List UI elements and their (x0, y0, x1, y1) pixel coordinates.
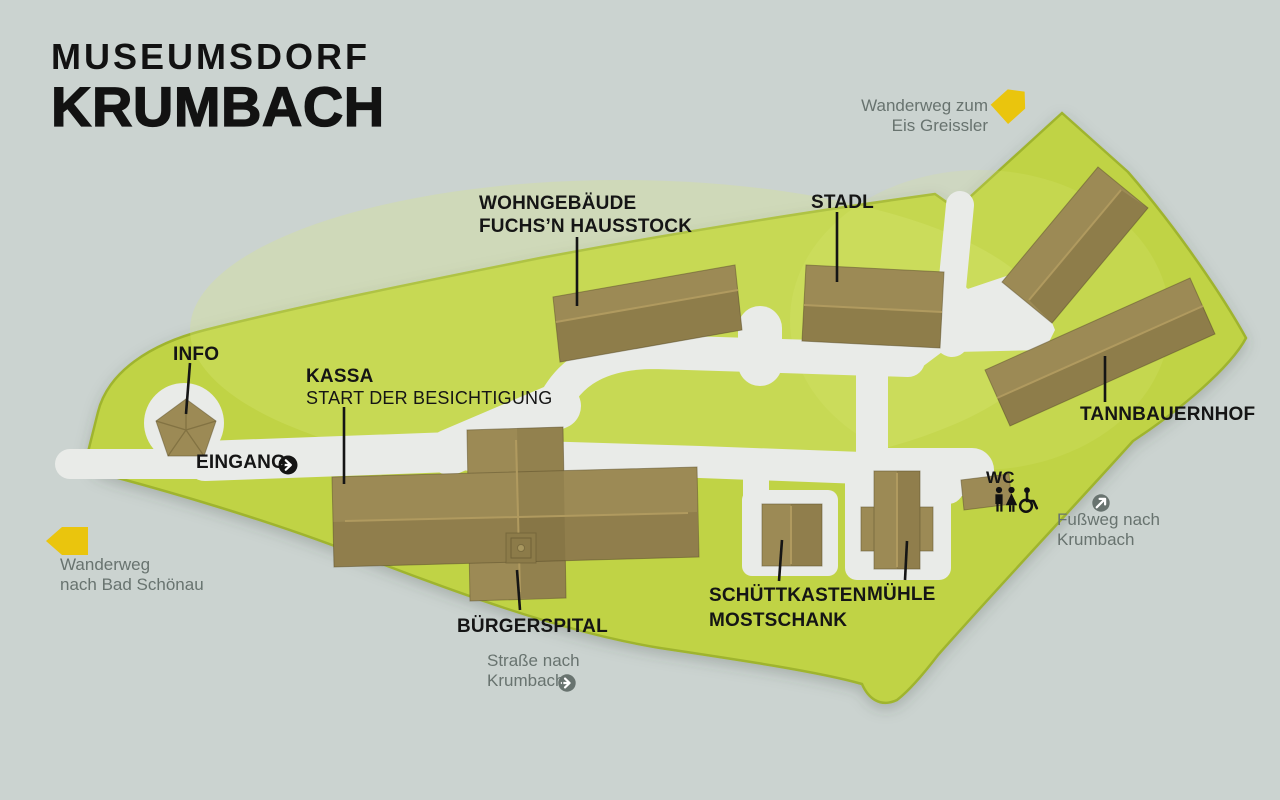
tannbauernhof-upper-ridge (1028, 189, 1122, 301)
stadl-ridge (803, 304, 943, 313)
label-wanderweg-bad-schoenau: Wanderweg nach Bad Schönau (60, 555, 204, 595)
arrow-northeast-icon (990, 89, 1026, 125)
schuettkasten-shade (791, 504, 822, 566)
label-strasse-krumbach: Straße nach Krumbach (487, 651, 580, 691)
title-line2: KRUMBACH (50, 75, 385, 138)
building-schuettkasten (761, 503, 823, 567)
stadl-roof (801, 264, 945, 349)
label-muehle: MÜHLE (867, 584, 936, 605)
wohngebaeude-line1: WOHNGEBÄUDE (479, 193, 637, 214)
info-pentagon-facets (155, 399, 217, 457)
building-buergerspital (331, 426, 700, 602)
leader-muehle (903, 540, 909, 581)
label-wohngebaeude: WOHNGEBÄUDE FUCHS’N HAUSSTOCK (479, 192, 692, 238)
buergerspital-ns-shade (517, 427, 566, 598)
bad-schoenau-line1: Wanderweg (60, 555, 151, 574)
strasse-arrow-icon (558, 674, 576, 692)
tannbauernhof-wing-upper-shade (1029, 190, 1148, 323)
fussweg-arrow-icon (1092, 494, 1110, 512)
buildings (155, 166, 1216, 602)
leader-schuettkasten (777, 539, 784, 582)
leader-buergerspital (515, 569, 522, 611)
wohngebaeude-roof-shade (556, 290, 742, 362)
wc-pictograms (995, 486, 1039, 513)
buergerspital-ridge-ns (515, 439, 521, 593)
stadl-roof-shade (802, 305, 942, 348)
wohngebaeude-roof (552, 264, 743, 363)
building-info (155, 398, 217, 457)
label-stadl: STADL (811, 192, 874, 213)
male-icon (995, 486, 1003, 512)
wohngebaeude-line2: FUCHS’N HAUSSTOCK (479, 216, 693, 237)
buergerspital-tower-finial (517, 544, 525, 552)
wohngebaeude-ridge (555, 289, 739, 323)
label-fussweg-krumbach: Fußweg nach Krumbach (1057, 510, 1160, 550)
leader-lines (184, 212, 1107, 611)
strasse-line1: Straße nach (487, 651, 580, 670)
wheelchair-icon (1018, 487, 1039, 513)
label-tannbauernhof: TANNBAUERNHOF (1080, 404, 1256, 425)
schuettkasten-line1: SCHÜTTKASTEN (709, 585, 867, 606)
fussweg-line2: Krumbach (1057, 530, 1135, 549)
fussweg-line1: Fußweg nach (1057, 510, 1160, 529)
leader-info (184, 362, 192, 415)
trail-arrows (46, 89, 1026, 555)
bad-schoenau-line2: nach Bad Schönau (60, 575, 204, 594)
label-kassa: KASSA START DER BESICHTIGUNG (306, 365, 552, 409)
label-wanderweg-eis-greissler: Wanderweg zum Eis Greissler (818, 96, 988, 136)
schuettkasten-line2: MOSTSCHANK (709, 610, 848, 631)
kassa-title: KASSA (306, 366, 374, 387)
kassa-subtitle: START DER BESICHTIGUNG (306, 388, 553, 408)
path-entrance-main (185, 432, 472, 481)
poster-title: MUSEUMSDORF KRUMBACH (50, 36, 385, 138)
building-wohngebaeude (552, 264, 743, 363)
entrance-arrow-icon (278, 455, 298, 475)
buergerspital-tower-roof (510, 537, 532, 559)
buergerspital-ridge-ew (344, 512, 689, 522)
strasse-line2: Krumbach (487, 671, 565, 690)
label-schuettkasten: SCHÜTTKASTEN MOSTSCHANK (709, 583, 867, 633)
building-stadl (801, 264, 945, 349)
building-muehle (860, 470, 934, 570)
eis-greissler-line1: Wanderweg zum (861, 96, 988, 115)
title-line1: MUSEUMSDORF (51, 36, 370, 77)
label-info: INFO (173, 344, 220, 365)
eis-greissler-line2: Eis Greissler (891, 116, 988, 135)
tannbauernhof-lower-ridge (996, 305, 1204, 399)
arrow-west-icon (46, 527, 88, 555)
female-icon (1005, 486, 1018, 512)
info-pentagon (155, 398, 217, 457)
path-top-corridor (535, 335, 925, 425)
label-eingang: EINGANG (196, 452, 287, 473)
muehle-shade (897, 471, 920, 569)
label-buergerspital: BÜRGERSPITAL (457, 616, 608, 637)
circle-arrows (278, 455, 1110, 692)
label-wc: WC (986, 468, 1015, 487)
